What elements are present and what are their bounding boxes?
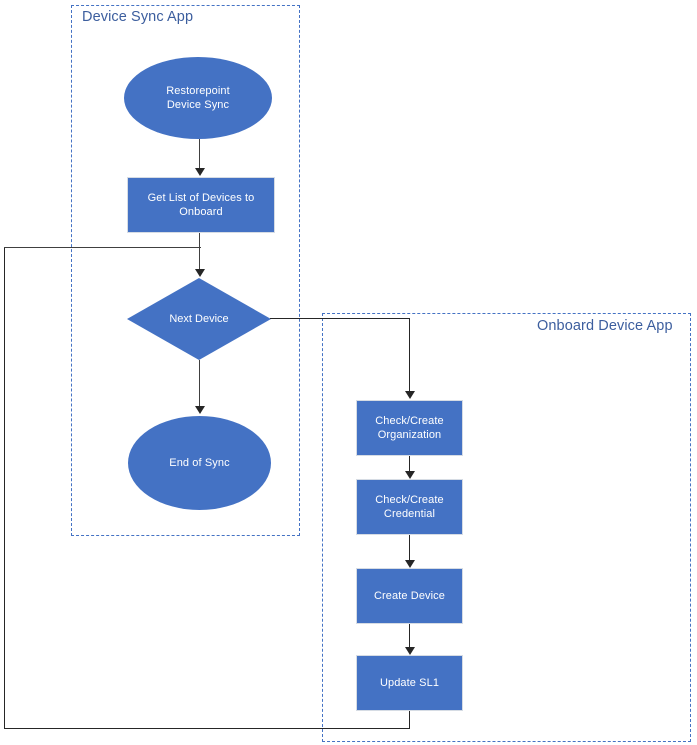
group-label-device-sync-app: Device Sync App xyxy=(82,9,194,25)
node-label-check-create-organization: Check/Create Organization xyxy=(375,415,444,441)
node-label-get-list-of-devices: Get List of Devices to Onboard xyxy=(147,192,255,218)
edge-nextdevice-to-endofsync-arrow xyxy=(195,406,205,414)
edge-organization-to-credential-line xyxy=(409,456,411,472)
edge-update-sl1-to-next-device-down xyxy=(409,710,411,729)
edge-getlist-to-nextdevice-arrow xyxy=(195,269,205,277)
group-label-onboard-device-app: Onboard Device App xyxy=(537,318,673,334)
edge-credential-to-createdevice-line xyxy=(409,535,411,561)
node-label-check-create-credential: Check/Create Credential xyxy=(375,494,444,520)
edge-credential-to-createdevice-arrow xyxy=(405,560,415,568)
edge-createdevice-to-updatesl1-line xyxy=(409,624,411,648)
edge-nextdevice-to-organization-vertical xyxy=(409,318,411,392)
node-next-device[interactable]: Next Device xyxy=(127,278,271,360)
node-check-create-credential[interactable]: Check/Create Credential xyxy=(356,479,463,535)
edge-update-sl1-to-next-device-top xyxy=(4,247,201,249)
edge-restorepoint-to-getlist-arrow xyxy=(195,168,205,176)
edge-nextdevice-to-endofsync-line xyxy=(199,360,201,408)
node-label-end-of-sync: End of Sync xyxy=(169,457,230,469)
edge-nextdevice-to-organization-horizontal xyxy=(270,318,410,320)
edge-restorepoint-to-getlist-line xyxy=(199,139,201,168)
edge-update-sl1-to-next-device-left xyxy=(4,248,6,729)
group-device-sync-app xyxy=(71,5,300,536)
node-get-list-of-devices[interactable]: Get List of Devices to Onboard xyxy=(127,177,275,233)
group-onboard-device-app xyxy=(322,313,691,742)
edge-organization-to-credential-arrow xyxy=(405,471,415,479)
decision-diamond-icon xyxy=(127,278,271,360)
node-create-device[interactable]: Create Device xyxy=(356,568,463,624)
node-end-of-sync[interactable]: End of Sync xyxy=(128,416,271,510)
edge-createdevice-to-updatesl1-arrow xyxy=(405,647,415,655)
node-label-create-device: Create Device xyxy=(374,590,445,602)
edge-update-sl1-to-next-device-bottom xyxy=(4,728,410,730)
edge-getlist-to-nextdevice-line xyxy=(199,233,201,270)
node-restorepoint-device-sync[interactable]: Restorepoint Device Sync xyxy=(124,57,272,139)
edge-nextdevice-to-organization-arrow xyxy=(405,391,415,399)
node-check-create-organization[interactable]: Check/Create Organization xyxy=(356,400,463,456)
node-label-update-sl1: Update SL1 xyxy=(379,677,440,689)
node-label-restorepoint-device-sync: Restorepoint Device Sync xyxy=(166,85,230,111)
node-update-sl1[interactable]: Update SL1 xyxy=(356,655,463,711)
